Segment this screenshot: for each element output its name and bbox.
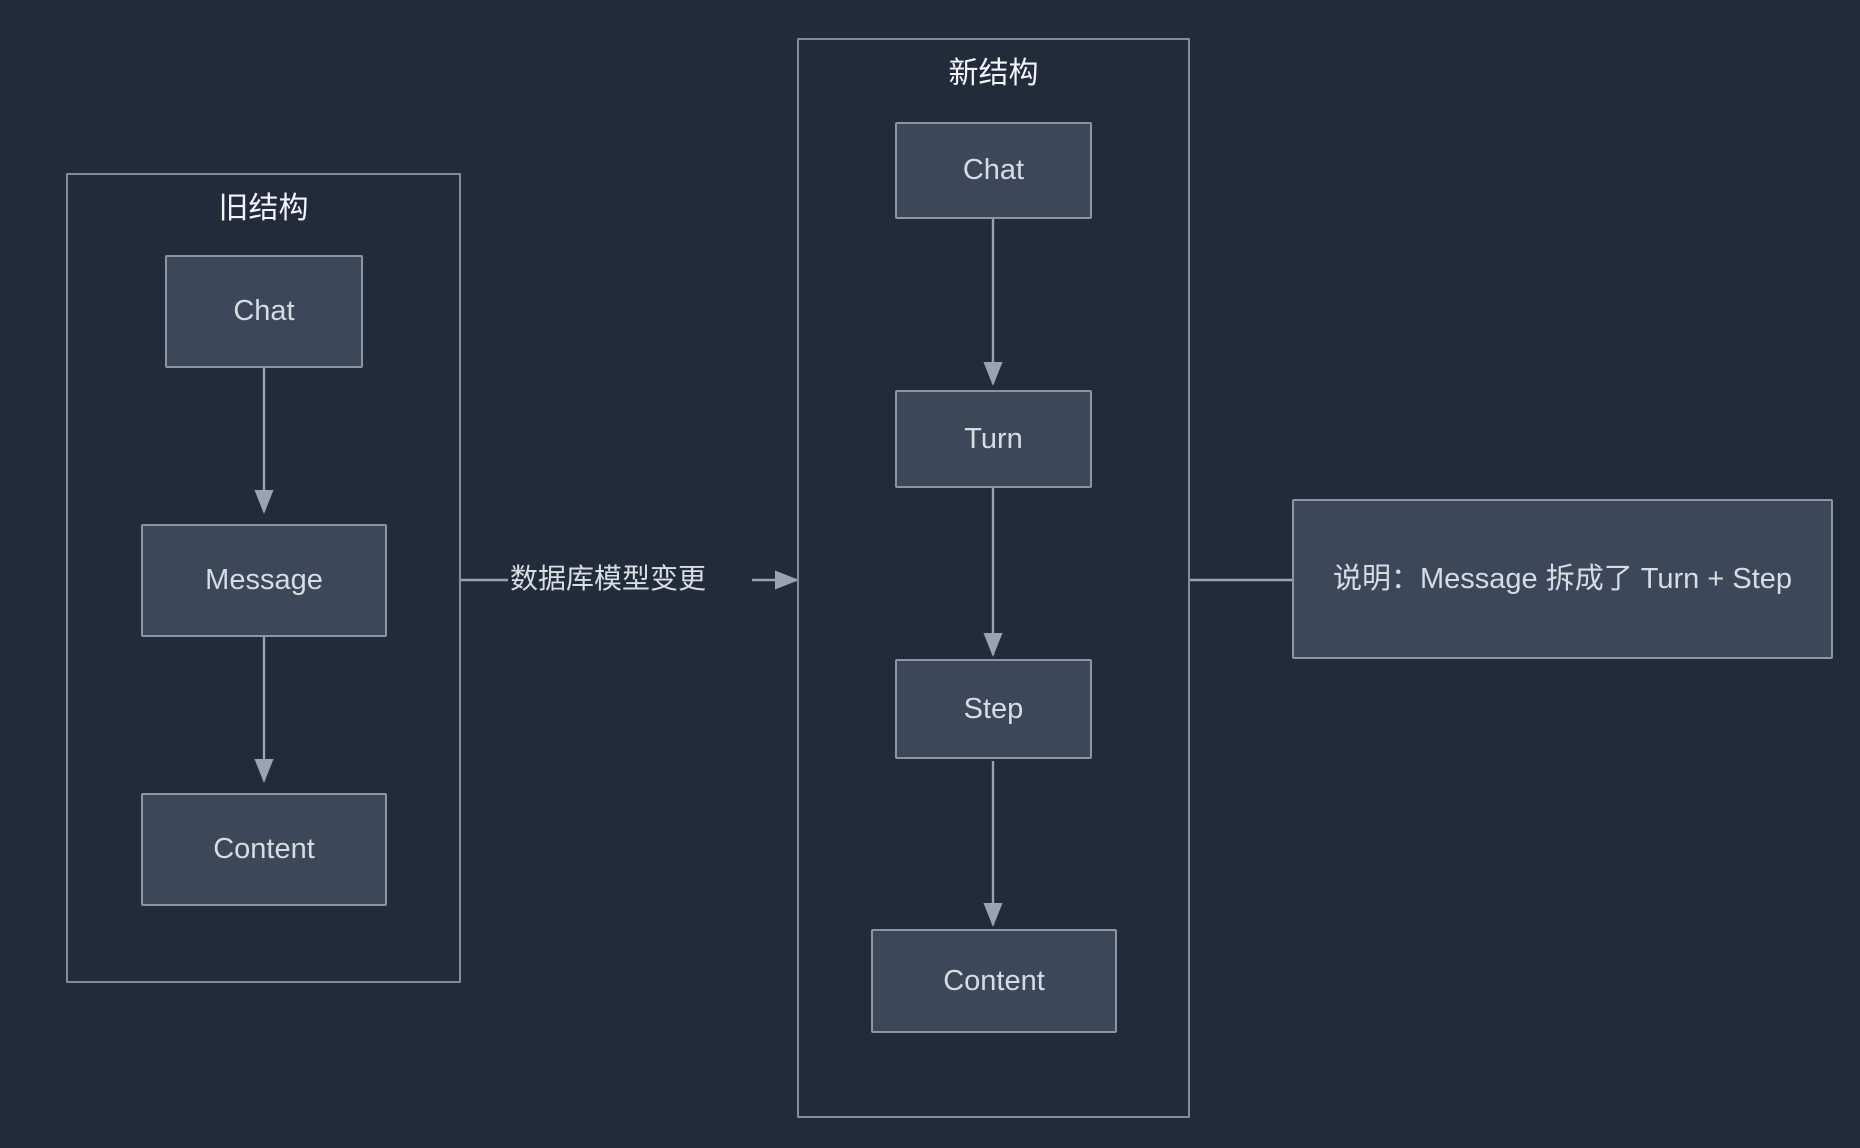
node-new-content[interactable]: Content [871,929,1117,1033]
node-old-message-label: Message [205,564,323,597]
node-new-turn[interactable]: Turn [895,390,1092,488]
node-new-step[interactable]: Step [895,659,1092,759]
node-new-chat[interactable]: Chat [895,122,1092,219]
node-old-content-label: Content [213,833,315,866]
note-message-split[interactable]: 说明：Message 拆成了 Turn + Step [1292,499,1833,659]
node-old-chat-label: Chat [233,295,295,328]
group-old-structure: 旧结构 [66,173,461,983]
node-new-step-label: Step [963,692,1024,725]
node-old-message[interactable]: Message [141,524,387,637]
note-message-split-label: 说明：Message 拆成了 Turn + Step [1332,562,1793,595]
node-old-chat[interactable]: Chat [165,255,363,368]
node-new-content-label: Content [943,964,1045,997]
node-new-chat-label: Chat [962,154,1025,187]
group-old-structure-title: 旧结构 [218,192,309,225]
node-old-content[interactable]: Content [141,793,387,906]
group-new-structure-title: 新结构 [948,57,1039,90]
edge-label-migration: 数据库模型变更 [508,563,709,595]
group-new-structure: 新结构 [797,38,1190,1118]
node-new-turn-label: Turn [964,422,1023,455]
